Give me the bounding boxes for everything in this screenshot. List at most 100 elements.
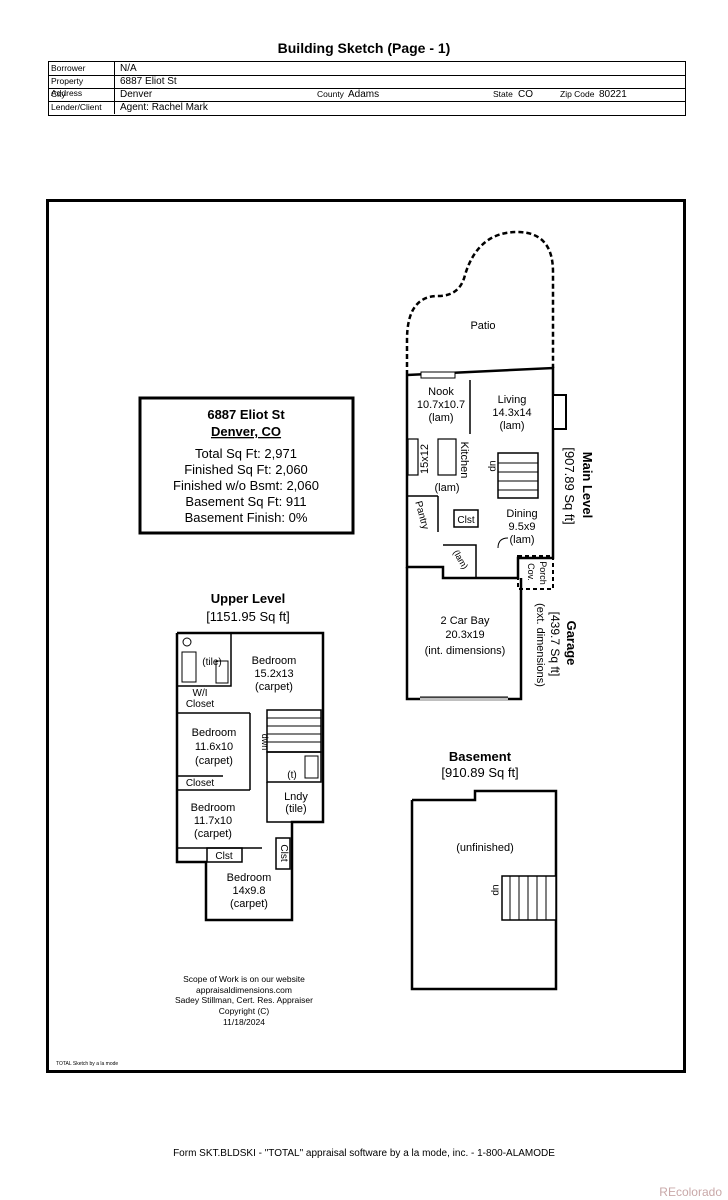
living-dim: 14.3x14 (492, 407, 531, 419)
tub (304, 755, 319, 779)
basement-up-label: up (490, 884, 501, 896)
borrower-label: Borrower (49, 62, 115, 75)
bedroom-dim: 14x9.8 (232, 885, 265, 897)
borrower-value: N/A (120, 63, 137, 74)
porch-label-cov: Cov. (526, 563, 536, 581)
porch-outline (517, 555, 554, 590)
garage-room-label: 2 Car Bay (441, 615, 490, 627)
garage-ext-note: (ext. dimensions) (534, 603, 546, 687)
stairs-down-label: dwn (260, 734, 270, 751)
basement-outline (410, 789, 558, 991)
state-value: CO (518, 89, 533, 100)
garage-area: [439.7 Sq ft] (548, 612, 562, 677)
summary-city: Denver, CO (211, 424, 281, 439)
basement-title: Basement (449, 749, 512, 764)
summary-line: Finished Sq Ft: 2,060 (184, 462, 308, 477)
pantry-label: Pantry (412, 500, 430, 531)
closet-box (206, 847, 243, 863)
wi-closet-label: W/I (193, 688, 208, 699)
garage-room-note: (int. dimensions) (425, 645, 506, 657)
summary-line: Finished w/o Bsmt: 2,060 (173, 478, 319, 493)
kitchen-island (437, 438, 457, 476)
porch-label: Porch (538, 561, 548, 585)
garage-room-dim: 20.3x19 (445, 629, 484, 641)
summary-line: Basement Finish: 0% (185, 510, 308, 525)
lender-label: Lender/Client (49, 101, 115, 114)
garage-title: Garage (564, 621, 579, 666)
bedroom-floor: (carpet) (230, 898, 268, 910)
bath-tub-label: (t) (287, 770, 296, 781)
closet-box (453, 509, 479, 528)
garage-plan: 2 Car Bay 20.3x19 (int. dimensions) Gara… (405, 567, 579, 701)
nook-floor: (lam) (428, 412, 453, 424)
upper-level-plan: Upper Level [1151.95 Sq ft] (tile) Bedro… (175, 591, 325, 922)
kitchen-dim: 15x12 (419, 444, 431, 474)
credit-line: appraisaldimensions.com (196, 985, 292, 995)
laundry-floor: (tile) (285, 803, 306, 815)
main-level-plan: Patio Nook 10.7x10.7 (lam) Living 14.3x1… (405, 230, 595, 590)
sketch-credit: TOTAL Sketch by a la mode (56, 1061, 118, 1067)
lender-value: Agent: Rachel Mark (120, 102, 208, 113)
basement-stairs (501, 875, 557, 921)
closet-label: Clst (278, 844, 289, 861)
bedroom-label: Bedroom (191, 802, 236, 814)
door-swing (497, 537, 509, 549)
stairs-up-label: up (487, 460, 498, 472)
county-value: Adams (348, 89, 380, 100)
wi-closet-label: Closet (186, 699, 215, 710)
property-info-table: Borrower N/A Property Address 6887 Eliot… (48, 61, 686, 116)
lender-row: Lender/Client Agent: Rachel Mark (49, 101, 685, 114)
upper-level-outline (175, 631, 325, 922)
patio-outline (405, 230, 555, 375)
credit-line: Copyright (C) (219, 1006, 270, 1016)
zip-label: Zip Code (560, 89, 595, 99)
half-bath-floor: (lam) (451, 548, 470, 571)
dining-dim: 9.5x9 (509, 521, 536, 533)
kitchen-counter (407, 438, 419, 476)
summary-street: 6887 Eliot St (207, 407, 285, 422)
bath-floor-label: (tile) (202, 657, 221, 668)
closet-label: Clst (457, 515, 474, 526)
credit-line: 11/18/2024 (223, 1017, 265, 1027)
page-title: Building Sketch (Page - 1) (277, 40, 451, 56)
shower (181, 651, 197, 683)
vanity (215, 660, 229, 684)
fireplace (552, 394, 567, 430)
kitchen-floor: (lam) (434, 482, 459, 494)
main-level-area: [907.89 Sq ft] (562, 447, 577, 524)
bedroom-floor: (carpet) (255, 681, 293, 693)
bedroom-dim: 11.7x10 (194, 815, 232, 827)
dining-floor: (lam) (509, 534, 534, 546)
basement-area: [910.89 Sq ft] (441, 765, 518, 780)
closet-label: Closet (186, 778, 215, 789)
credit-line: Sadey Stillman, Cert. Res. Appraiser (175, 995, 313, 1005)
zip-value: 80221 (599, 89, 627, 100)
bedroom-floor: (carpet) (195, 755, 233, 767)
city-row: City Denver County Adams State CO Zip Co… (49, 88, 685, 102)
sketch-frame: 6887 Eliot St Denver, CO Total Sq Ft: 2,… (46, 199, 686, 1073)
address-label: Property Address (49, 75, 115, 98)
summary-line: Total Sq Ft: 2,971 (195, 446, 297, 461)
nook-label: Nook (428, 386, 454, 398)
laundry-label: Lndy (284, 791, 308, 803)
credit-line: Scope of Work is on our website (183, 974, 305, 984)
upper-level-title: Upper Level (211, 591, 285, 606)
watermark: REcolorado (659, 1185, 722, 1199)
bedroom-floor: (carpet) (194, 828, 232, 840)
dining-label: Dining (506, 508, 537, 520)
state-label: State (493, 89, 513, 99)
stairs (497, 452, 539, 499)
bedroom-label: Bedroom (192, 727, 237, 739)
borrower-row: Borrower N/A (49, 62, 685, 76)
bedroom-dim: 15.2x13 (254, 668, 293, 680)
nook-dim: 10.7x10.7 (417, 399, 465, 411)
floor-plan-drawing: 6887 Eliot St Denver, CO Total Sq Ft: 2,… (56, 230, 595, 1067)
closet-box (275, 837, 291, 870)
address-value: 6887 Eliot St (120, 76, 177, 87)
toilet (182, 637, 192, 647)
closet-label: Clst (215, 851, 232, 862)
patio-label: Patio (470, 320, 495, 332)
bedroom-dim: 11.6x10 (195, 741, 233, 753)
living-label: Living (498, 394, 527, 406)
summary-line: Basement Sq Ft: 911 (185, 494, 306, 509)
